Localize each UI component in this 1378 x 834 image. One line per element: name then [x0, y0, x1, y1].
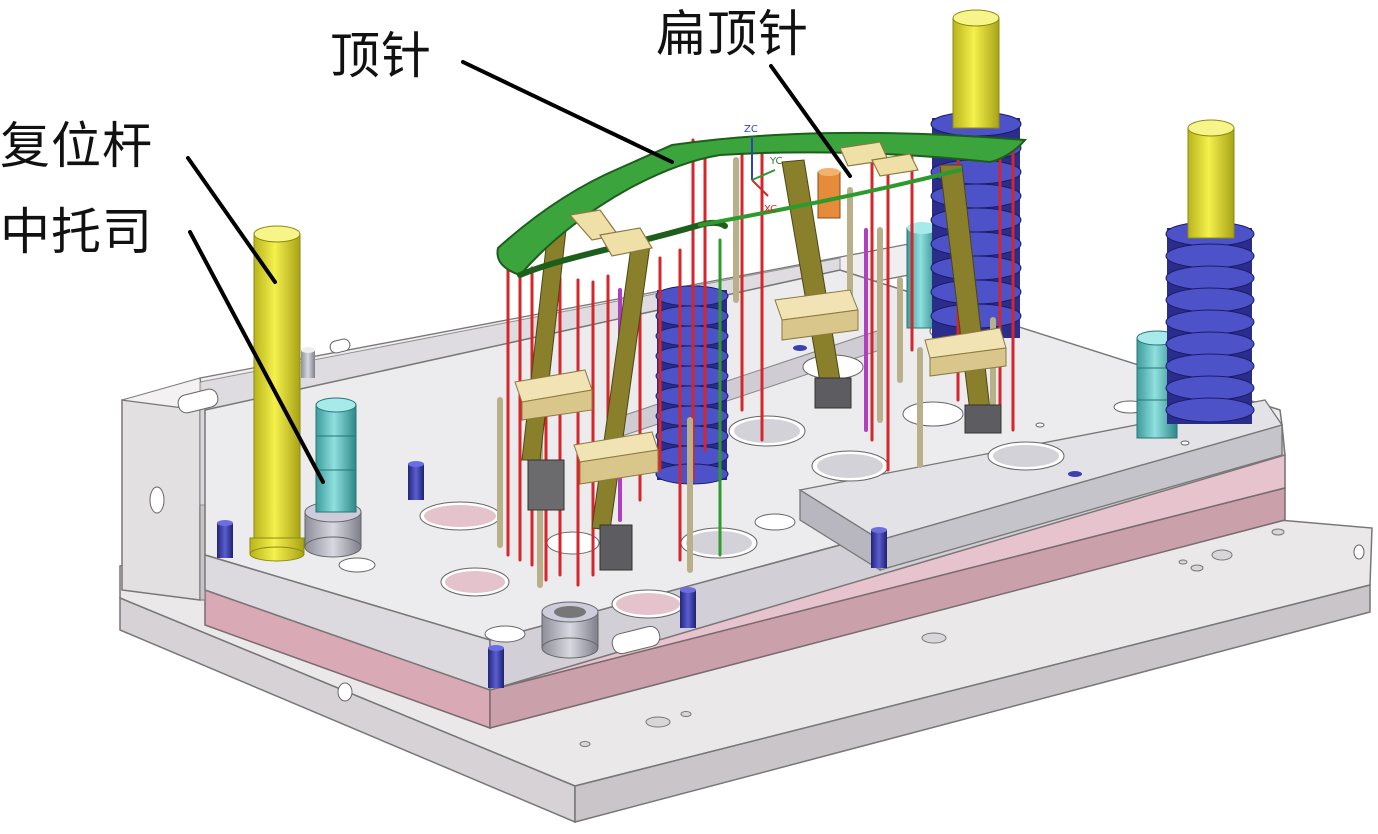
insert-core-outline	[496, 131, 1028, 278]
leader-center-bush	[188, 230, 325, 484]
coordinate-triad: ZC YC XC	[744, 124, 783, 215]
yc-axis	[751, 169, 776, 181]
yc-label: YC	[769, 156, 783, 167]
spring-right	[1165, 221, 1255, 424]
return-pin-back	[952, 9, 1000, 129]
orange-support-pin	[817, 168, 841, 219]
label-return-pin: 复位杆	[0, 117, 153, 175]
label-flat-ejector-pin: 扁顶针	[656, 5, 809, 63]
guide-dowel-pins	[217, 347, 887, 688]
leader-ejector-pin	[461, 60, 674, 164]
label-center-bush: 中托司	[0, 203, 153, 261]
center-bush-left	[315, 397, 357, 513]
xc-axis	[751, 179, 769, 197]
flat-pin-holders	[527, 377, 1002, 571]
support-bushes	[304, 501, 599, 659]
insert-brackets	[568, 141, 919, 257]
leader-return-pin	[186, 156, 277, 284]
leader-flat-ejector-pin	[769, 64, 852, 178]
leader-lines	[186, 60, 852, 484]
ejector-pins-tan	[497, 157, 996, 588]
return-pin-right	[1187, 119, 1235, 239]
zc-label: ZC	[744, 124, 758, 135]
lifter-blocks	[514, 289, 1007, 485]
label-ejector-pin: 顶针	[330, 27, 432, 85]
xc-label: XC	[764, 204, 777, 215]
